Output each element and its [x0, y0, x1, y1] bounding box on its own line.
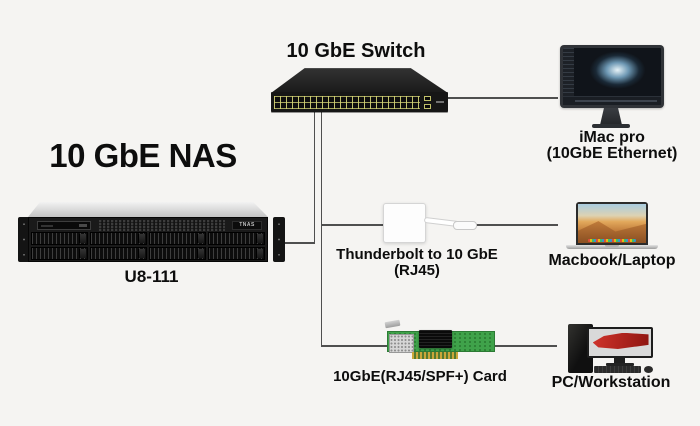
nas-brand-badge: TNAS [232, 221, 262, 230]
bay-latch [79, 249, 86, 258]
nas-drive-bay [31, 232, 88, 245]
adapter-sublabel: (RJ45) [394, 262, 440, 279]
card-bracket [384, 319, 401, 329]
nas-drive-bay [149, 232, 206, 245]
bay-latch [256, 234, 263, 243]
pc-display [589, 329, 651, 356]
nas-drive-bay [208, 232, 265, 245]
line-switch-to-nas-horizontal [285, 242, 315, 244]
network-card-device: 10GbE(RJ45/SPF+) Card [333, 319, 584, 391]
macbook-screen [576, 202, 648, 245]
adapter-thunderbolt-plug [453, 221, 477, 230]
line-switch-to-imac [446, 97, 558, 99]
nas-rack-ear-right [273, 217, 285, 262]
nas-optical-drive [37, 221, 91, 230]
macbook-keyboard-deck [566, 245, 658, 249]
pc-device: PC/Workstation [552, 320, 670, 398]
card-label: 10GbE(RJ45/SPF+) Card [333, 368, 507, 385]
line-trunk-to-adapter [322, 224, 383, 226]
card-pcie-connector [412, 352, 458, 359]
nas-title: 10 GbE NAS [49, 137, 237, 174]
pc-monitor [587, 327, 653, 358]
nas-device: TNAS U8-111 [18, 200, 285, 300]
card-sfp-cage [389, 334, 414, 353]
imac-app-timeline [563, 96, 661, 105]
macbook-device: Macbook/Laptop [548, 201, 676, 273]
pc-label: PC/Workstation [551, 374, 671, 391]
nas-vent-mesh [99, 220, 225, 231]
nas-drive-bay-grid [31, 232, 265, 260]
switch-title: 10 GbE Switch [286, 40, 426, 62]
pc-monitor-base [606, 363, 634, 366]
imac-app-sidebar [563, 48, 574, 97]
switch-logo-mark [436, 101, 444, 103]
pc-mouse [644, 366, 653, 373]
switch-device [271, 66, 448, 113]
line-switch-to-nas-vertical [313, 112, 315, 244]
nas-front-panel: TNAS [28, 217, 268, 262]
switch-top-panel [271, 68, 448, 93]
nas-drive-bay [149, 247, 206, 260]
imac-screen [560, 45, 664, 108]
bay-latch [197, 234, 204, 243]
imac-render-glow [574, 48, 661, 97]
nas-rack-ear-left [18, 217, 30, 262]
imac-stand [600, 108, 622, 125]
imac-sublabel: (10GbE Ethernet) [546, 145, 678, 162]
nas-drive-bay [208, 247, 265, 260]
nas-drive-bay [31, 247, 88, 260]
imac-base [592, 124, 630, 128]
imac-display [563, 48, 661, 105]
card-heatsink [419, 330, 452, 348]
imac-label: iMac pro [579, 129, 645, 146]
bay-latch [138, 234, 145, 243]
nas-model-label: U8-111 [124, 267, 179, 286]
macbook-label: Macbook/Laptop [548, 252, 676, 269]
switch-port-grid [274, 96, 420, 109]
macbook-display [578, 204, 646, 243]
pc-keyboard [594, 366, 641, 373]
bay-latch [197, 249, 204, 258]
line-adapter-to-macbook [475, 224, 558, 226]
thunderbolt-adapter: Thunderbolt to 10 GbE (RJ45) [336, 203, 595, 283]
switch-uplink-ports [424, 96, 433, 109]
nas-drive-bay [90, 247, 147, 260]
line-trunk-to-card [322, 345, 388, 347]
nas-drive-bay [90, 232, 147, 245]
pc-monitor-stand [614, 358, 625, 364]
bay-latch [256, 249, 263, 258]
adapter-body [383, 203, 426, 243]
nas-top-cover [28, 202, 268, 217]
imac-device: iMac pro (10GbE Ethernet) [547, 43, 677, 168]
pc-wallpaper-car [592, 332, 649, 349]
macbook-dock [587, 239, 637, 242]
bay-latch [79, 234, 86, 243]
line-switch-trunk-vertical [320, 112, 322, 347]
adapter-label: Thunderbolt to 10 GbE [336, 246, 498, 263]
line-card-to-pc [494, 345, 557, 347]
bay-latch [138, 249, 145, 258]
